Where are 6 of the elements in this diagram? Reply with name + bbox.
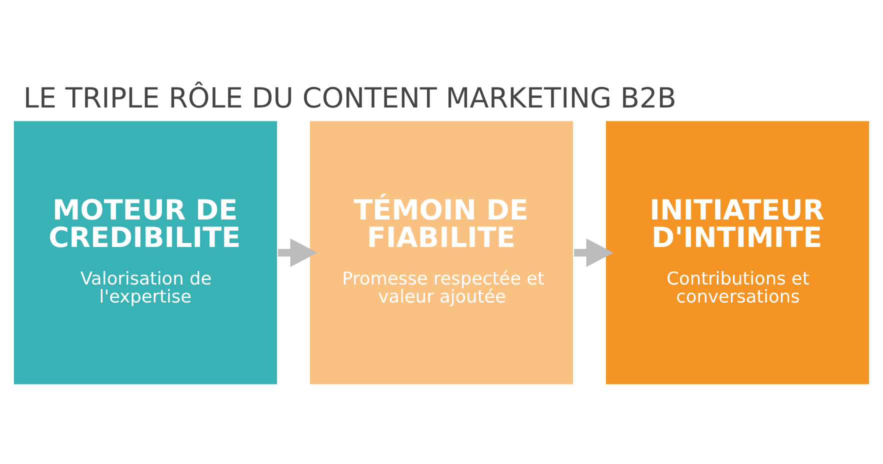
arrow [574, 238, 614, 266]
node-box: INITIATEUR D'INTIMITE Contributions et conversations [604, 119, 870, 386]
node-box: TÉMOIN DE FIABILITE Promesse respectée et valeur ajoutée [308, 119, 574, 386]
diagram-title: LE TRIPLE RÔLE DU CONTENT MARKETING B2B [23, 80, 676, 114]
arrow [278, 238, 318, 266]
node-box: MOTEUR DE CREDIBILITE Valorisation de l'expertise [12, 119, 278, 386]
